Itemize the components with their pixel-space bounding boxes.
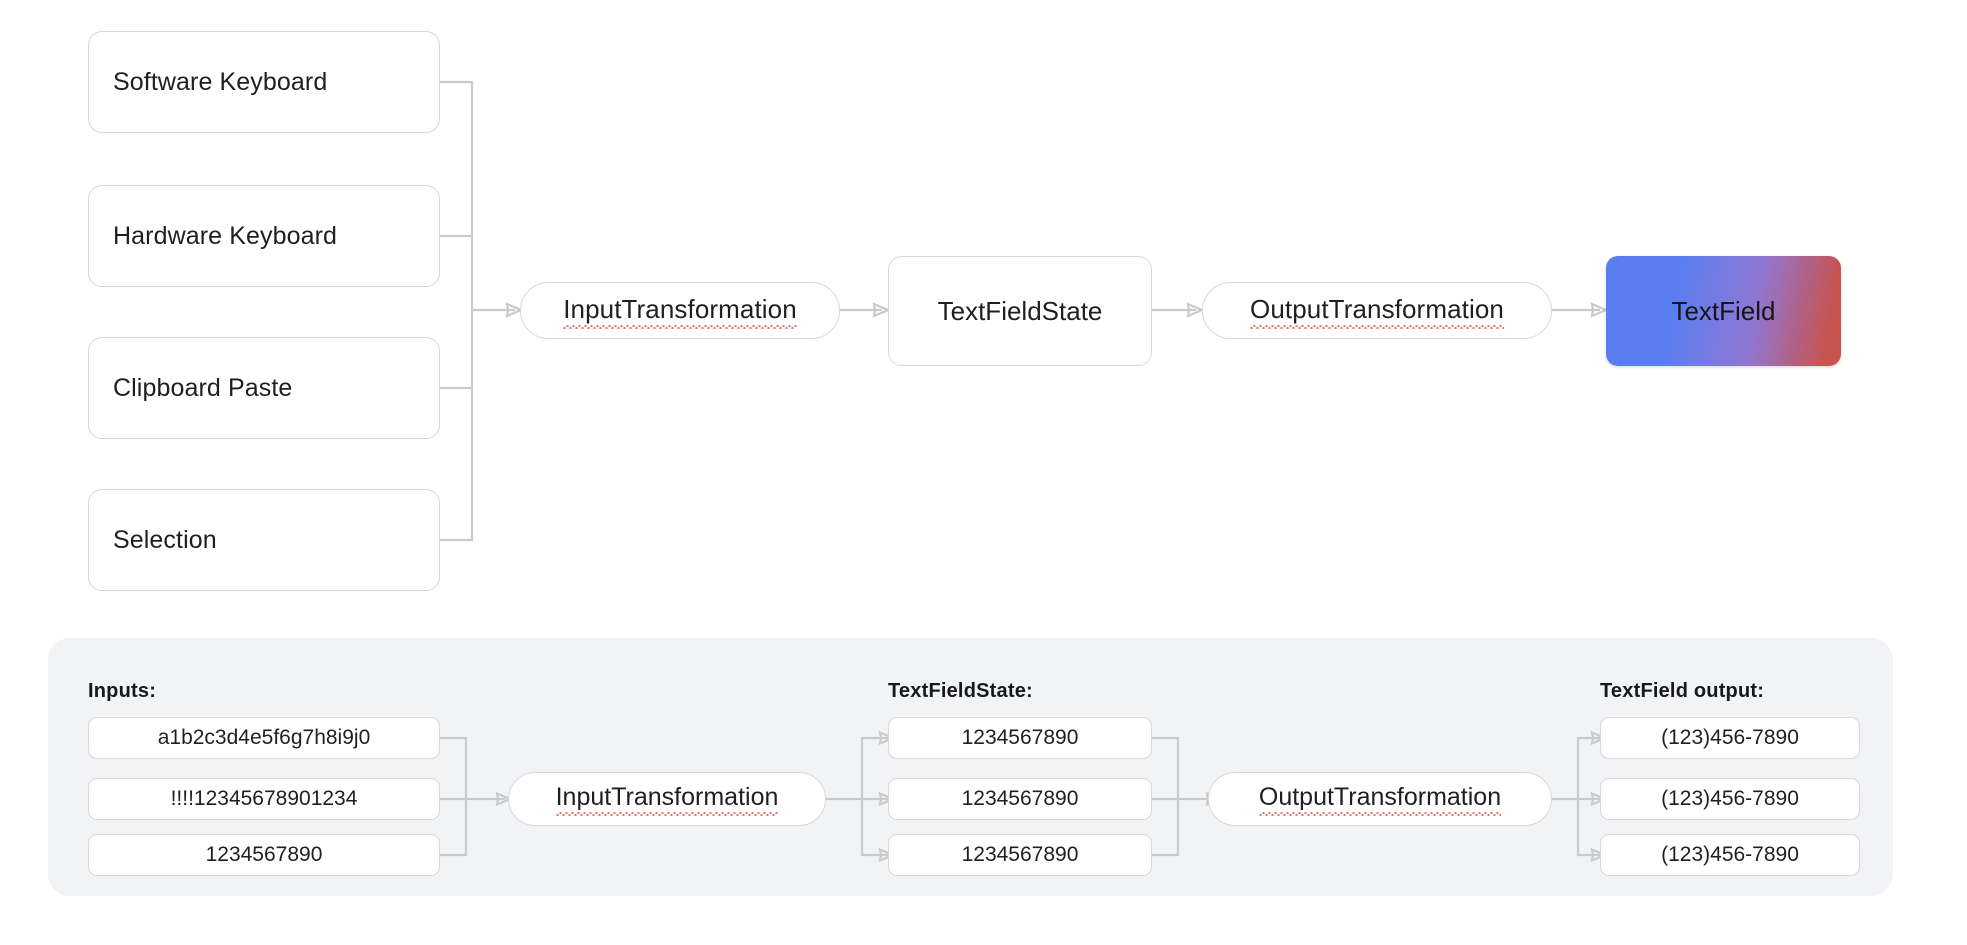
node-label: TextFieldState (937, 295, 1103, 326)
panel-label-textfield-state: TextFieldState: (888, 680, 1033, 702)
state-value: 1234567890 (961, 787, 1079, 810)
node-output-transformation[interactable]: OutputTransformation (1202, 282, 1552, 339)
state-value: 1234567890 (961, 726, 1079, 749)
input-value-box[interactable]: a1b2c3d4e5f6g7h8i9j0 (88, 717, 440, 759)
node-label: TextField (1671, 295, 1776, 326)
node-textfield-state[interactable]: TextFieldState (888, 256, 1152, 366)
state-value: 1234567890 (961, 843, 1079, 866)
panel-label-inputs: Inputs: (88, 680, 157, 702)
source-box-software-keyboard[interactable]: Software Keyboard (88, 31, 440, 133)
input-value-box[interactable]: !!!!12345678901234 (88, 778, 440, 820)
node-label: OutputTransformation (1250, 294, 1504, 329)
panel-label-textfield-output: TextField output: (1600, 680, 1765, 702)
panel-node-label: OutputTransformation (1258, 783, 1502, 816)
node-input-transformation[interactable]: InputTransformation (520, 282, 840, 339)
source-label: Selection (113, 525, 217, 554)
input-value: a1b2c3d4e5f6g7h8i9j0 (157, 726, 371, 749)
state-value-box[interactable]: 1234567890 (888, 778, 1152, 820)
node-label: InputTransformation (563, 294, 797, 329)
source-box-hardware-keyboard[interactable]: Hardware Keyboard (88, 185, 440, 287)
state-value-box[interactable]: 1234567890 (888, 717, 1152, 759)
source-label: Hardware Keyboard (113, 221, 338, 250)
panel-node-output-transformation[interactable]: OutputTransformation (1208, 772, 1552, 826)
output-value-box[interactable]: (123)456-7890 (1600, 834, 1860, 876)
source-box-selection[interactable]: Selection (88, 489, 440, 591)
source-label: Software Keyboard (113, 67, 328, 96)
output-value: (123)456-7890 (1661, 787, 1799, 810)
output-value: (123)456-7890 (1661, 726, 1799, 749)
input-value-box[interactable]: 1234567890 (88, 834, 440, 876)
node-textfield[interactable]: TextField (1606, 256, 1841, 366)
output-value-box[interactable]: (123)456-7890 (1600, 778, 1860, 820)
panel-node-input-transformation[interactable]: InputTransformation (508, 772, 826, 826)
state-value-box[interactable]: 1234567890 (888, 834, 1152, 876)
source-box-clipboard-paste[interactable]: Clipboard Paste (88, 337, 440, 439)
output-value: (123)456-7890 (1661, 843, 1799, 866)
input-value: 1234567890 (205, 843, 323, 866)
source-label: Clipboard Paste (113, 373, 293, 402)
output-value-box[interactable]: (123)456-7890 (1600, 717, 1860, 759)
panel-node-label: InputTransformation (555, 783, 778, 816)
input-value: !!!!12345678901234 (170, 787, 358, 810)
